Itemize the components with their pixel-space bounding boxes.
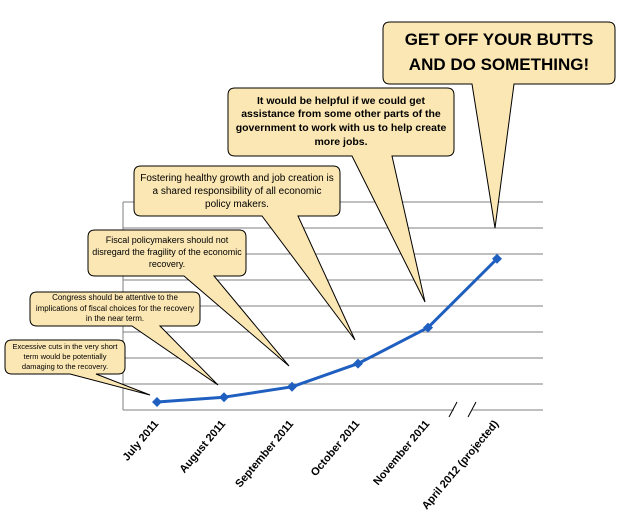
- callout-box: [382, 21, 616, 229]
- data-point-marker: [152, 397, 162, 407]
- callout-text-september: Fiscal policymakers should not disregard…: [92, 235, 242, 269]
- x-tick-label: August 2011: [177, 418, 228, 475]
- data-point-marker: [219, 392, 229, 403]
- data-point-marker: [287, 381, 297, 392]
- callout-box: [227, 87, 455, 303]
- x-tick-label: April 2012 (projected): [420, 418, 502, 512]
- callouts: [4, 21, 616, 396]
- callout-box: [29, 291, 219, 386]
- axis-break-mark: [448, 401, 458, 418]
- callout-box: [4, 339, 151, 396]
- callout-box: [87, 229, 290, 367]
- callout-text-november: It would be helpful if we could get assi…: [235, 94, 447, 148]
- data-point-marker: [353, 358, 363, 369]
- data-point-marker: [492, 253, 502, 264]
- axis-break-mark: [467, 401, 477, 418]
- series-line-path: [156, 257, 499, 404]
- x-tick-label: July 2011: [121, 418, 162, 463]
- callout-text-october: Fostering healthy growth and job creatio…: [140, 172, 334, 210]
- x-tick-label: October 2011: [309, 418, 363, 479]
- callout-text-july: Excessive cuts in the very short term wo…: [12, 342, 118, 371]
- callout-box: [133, 165, 356, 341]
- series-line: [152, 253, 502, 407]
- callout-text-august: Congress should be attentive to the impl…: [35, 294, 195, 324]
- callout-text-april: GET OFF YOUR BUTTS AND DO SOMETHING!: [404, 30, 594, 74]
- data-point-marker: [423, 322, 433, 333]
- x-tick-label: September 2011: [233, 418, 296, 490]
- x-tick-label: November 2011: [371, 418, 432, 488]
